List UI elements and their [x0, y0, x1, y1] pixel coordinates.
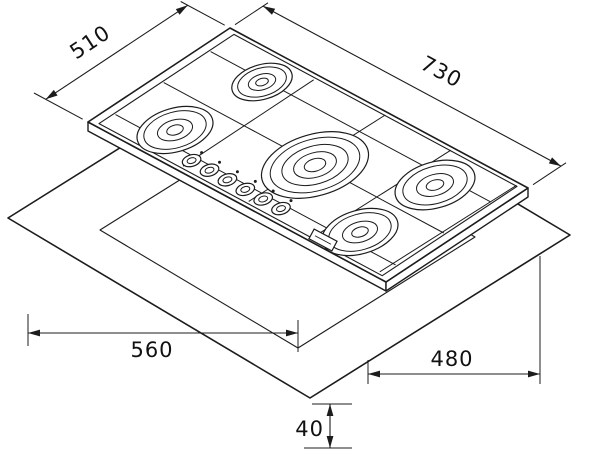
burner-ring [402, 164, 468, 206]
dimension-label-480: 480 [430, 347, 473, 371]
burner-left [136, 105, 214, 155]
dimension-cutout-width: 560 [27, 314, 299, 362]
burner-cap [166, 124, 184, 136]
knob-outer [253, 192, 274, 206]
knob-outer [217, 173, 238, 187]
knob-marker [218, 160, 221, 164]
brand-badge [308, 228, 338, 252]
knob-inner [240, 185, 251, 193]
dimension-label-730: 730 [417, 51, 466, 93]
knob-outer [271, 201, 291, 216]
knob [181, 151, 204, 168]
hob-inner-rim [98, 33, 518, 277]
knob [271, 199, 293, 216]
dimension-front-clearance: 40 [295, 403, 352, 449]
burner-cap [425, 179, 445, 191]
burner-ring [341, 220, 379, 244]
hob [87, 27, 529, 292]
knob-inner [222, 176, 233, 184]
dimension-label-40: 40 [295, 417, 324, 441]
knob-inner [186, 157, 197, 165]
dimension-cutout-depth: 480 [367, 256, 541, 384]
burner-ring [136, 105, 214, 155]
knob [253, 189, 275, 206]
burners [136, 62, 476, 257]
burner-ring [156, 118, 194, 142]
dimension-label-510: 510 [66, 20, 115, 64]
knob-marker [200, 151, 204, 155]
knob-inner [276, 205, 286, 213]
knob-outer [181, 153, 202, 168]
dimension-line [262, 5, 562, 167]
burner-ring [143, 110, 207, 150]
knob-marker [235, 170, 239, 174]
control-knobs [181, 151, 293, 216]
knob-outer [235, 182, 256, 197]
extension-line [33, 92, 83, 120]
knob-marker [289, 199, 293, 203]
burner-cap [351, 226, 369, 238]
knob [235, 179, 257, 197]
knob-marker [271, 189, 275, 193]
knob-outer [199, 163, 220, 177]
knob-marker [253, 179, 257, 183]
burner-ring [416, 173, 454, 197]
grate-bar [379, 184, 517, 273]
badge-text-line [314, 235, 332, 245]
extension-line [180, 1, 225, 26]
dimension-line [45, 4, 189, 100]
dimension-label-560: 560 [130, 338, 173, 362]
extension-line [532, 162, 567, 186]
extension-line [234, 2, 269, 26]
knob-inner [204, 166, 215, 174]
knob-inner [258, 195, 269, 203]
knob [217, 170, 239, 187]
burner-right [394, 159, 476, 211]
knob [199, 160, 221, 177]
